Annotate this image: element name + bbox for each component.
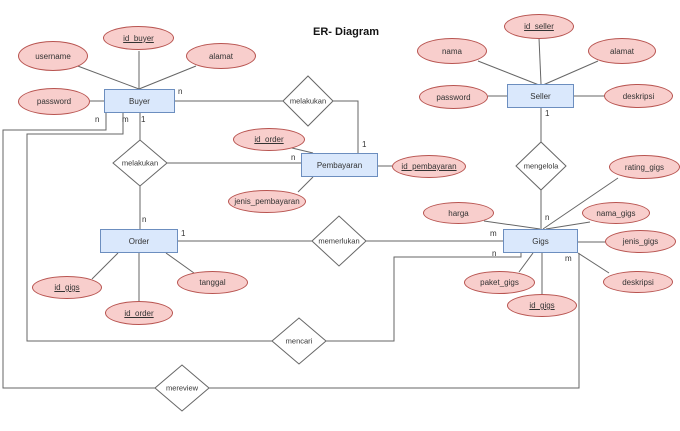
relationship-melakukan-left-shape: [112, 139, 168, 187]
entity-seller: Seller: [507, 84, 574, 108]
relationship-mencari-label: mencari: [285, 336, 313, 346]
relationship-melakukan-left-label: melakukan: [121, 158, 159, 168]
cardinality-buyer-melakukan: n: [178, 87, 183, 96]
wire-harga-gigs: [483, 220, 541, 230]
wire-jenis-pembayaran: [297, 176, 314, 193]
attribute-seller-deskripsi: deskripsi: [604, 84, 673, 108]
attribute-seller-nama: nama: [417, 38, 487, 64]
relationship-melakukan-top-shape: [282, 75, 334, 127]
wire-deskripsi-gigs: [577, 252, 610, 274]
diagram-title: ER- Diagram: [313, 26, 380, 38]
wire-mereview-gigs: [209, 253, 580, 389]
wire-username-buyer: [74, 64, 140, 90]
cardinality-gigs-mengelola: n: [545, 213, 550, 222]
attribute-gigs-id-gigs: id_gigs: [507, 294, 577, 317]
relationship-mengelola-label: mengelola: [523, 161, 559, 171]
attribute-gigs-jenis-gigs: jenis_gigs: [605, 230, 676, 253]
wire-idseller-seller: [538, 37, 542, 85]
attribute-order-id-order: id_order: [105, 301, 173, 325]
cardinality-gigs-memerlukan: m: [490, 229, 497, 238]
relationship-mencari-shape: [271, 317, 327, 365]
attribute-buyer-username: username: [18, 41, 88, 71]
cardinality-seller-mengelola: 1: [545, 109, 550, 118]
attribute-buyer-password: password: [18, 88, 90, 115]
cardinality-pembayaran-melakukan2: n: [291, 153, 296, 162]
relationship-mengelola-shape: [515, 141, 567, 191]
relationship-mereview-shape: [154, 364, 210, 412]
wire-namagigs-gigs: [545, 221, 591, 230]
attribute-pembayaran-id-order: id_order: [233, 128, 305, 151]
wire-buyer-mencari: [26, 113, 272, 342]
relationship-memerlukan-shape: [311, 215, 367, 267]
wire-idgigs-order: [91, 252, 119, 280]
attribute-buyer-alamat: alamat: [186, 43, 256, 69]
attribute-buyer-id-buyer: id_buyer: [103, 26, 174, 50]
attribute-gigs-harga: harga: [423, 202, 494, 224]
attribute-seller-alamat: alamat: [588, 38, 656, 64]
wire-nama-seller: [477, 60, 540, 86]
wire-melakukan-top-pembayaran: [333, 100, 359, 153]
wire-alamat-buyer: [138, 65, 197, 90]
relationship-mereview-label: mereview: [165, 383, 199, 393]
attribute-order-tanggal: tanggal: [177, 271, 248, 294]
cardinality-gigs-mereview: m: [565, 254, 572, 263]
cardinality-buyer-mencari: m: [122, 115, 129, 124]
wire-buyer-mereview: [2, 113, 155, 389]
entity-order: Order: [100, 229, 178, 253]
wire-tanggal-order: [165, 252, 195, 274]
attribute-gigs-nama-gigs: nama_gigs: [582, 202, 650, 224]
attribute-seller-id-seller: id_seller: [504, 14, 574, 39]
attribute-gigs-deskripsi: deskripsi: [603, 271, 673, 293]
entity-gigs: Gigs: [503, 229, 578, 253]
cardinality-pembayaran-melakukan: 1: [362, 140, 367, 149]
wire-rating-gigs: [542, 177, 619, 230]
wire-idorder-pembayaran: [291, 147, 314, 154]
cardinality-order-memerlukan: 1: [181, 229, 186, 238]
entity-buyer: Buyer: [104, 89, 175, 113]
wire-mencari-gigs: [326, 253, 522, 342]
attribute-gigs-paket-gigs: paket_gigs: [464, 271, 535, 294]
attribute-gigs-rating-gigs: rating_gigs: [609, 155, 680, 179]
cardinality-buyer-melakukan2: 1: [141, 115, 146, 124]
entity-pembayaran: Pembayaran: [301, 153, 378, 177]
relationship-memerlukan-label: memerlukan: [318, 236, 360, 246]
cardinality-buyer-mereview: n: [95, 115, 100, 124]
attribute-pembayaran-id-pembayaran: id_pembayaran: [392, 155, 466, 178]
relationship-melakukan-top-label: melakukan: [289, 96, 327, 106]
attribute-order-id-gigs: id_gigs: [32, 276, 102, 299]
attribute-seller-password: password: [419, 85, 488, 109]
cardinality-order-melakukan2: n: [142, 215, 147, 224]
attribute-pembayaran-jenis-pembayaran: jenis_pembayaran: [228, 190, 306, 213]
wire-alamat-seller: [542, 60, 599, 86]
wire-paket-gigs: [518, 252, 534, 273]
cardinality-gigs-mencari: n: [492, 249, 497, 258]
